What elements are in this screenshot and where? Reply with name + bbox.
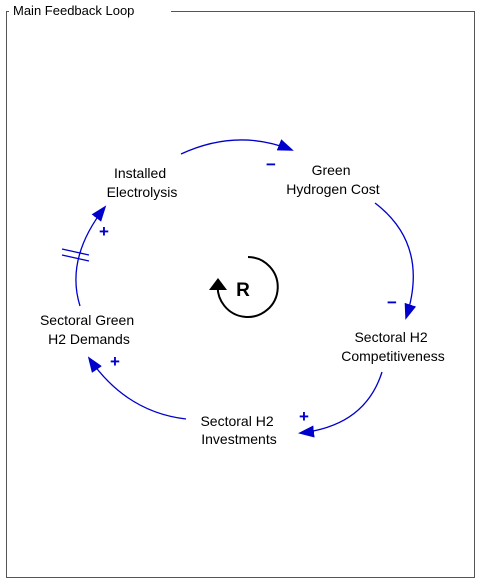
variable-line: Investments xyxy=(201,431,276,447)
polarity-investments-to-demands: + xyxy=(110,352,120,371)
loop-arrowhead-icon xyxy=(209,278,227,290)
link-sectoral-h2-competitiveness-to-sectoral-h2-investments[interactable] xyxy=(298,371,383,438)
frame-title: Main Feedback Loop xyxy=(13,3,134,18)
link-sectoral-h2-investments-to-sectoral-green-h2-demands[interactable] xyxy=(87,356,187,420)
loop-direction-icon xyxy=(216,256,279,318)
variable-line: Sectoral H2 xyxy=(200,413,273,429)
polarity-signs: − − + + + xyxy=(99,155,397,426)
delay-mark xyxy=(61,248,90,262)
variable-installed-electrolysis[interactable]: Installed Electrolysis xyxy=(107,165,178,200)
loop-indicator: R xyxy=(209,256,279,318)
variable-green-hydrogen-cost[interactable]: Green Hydrogen Cost xyxy=(286,162,379,197)
loop-label: R xyxy=(236,280,250,301)
polarity-competitiveness-to-investments: + xyxy=(299,407,309,426)
variable-line: Sectoral Green xyxy=(40,312,134,328)
variable-sectoral-green-h2-demands[interactable]: Sectoral Green H2 Demands xyxy=(40,312,138,347)
link-green-hydrogen-cost-to-sectoral-h2-competitiveness[interactable] xyxy=(374,202,417,320)
variable-sectoral-h2-investments[interactable]: Sectoral H2 Investments xyxy=(200,413,277,447)
polarity-installed-to-cost: − xyxy=(266,155,276,174)
frame-border xyxy=(6,11,475,578)
link-sectoral-green-h2-demands-to-installed-electrolysis[interactable] xyxy=(75,205,107,307)
variable-line: Installed xyxy=(114,165,166,181)
frame-title-background xyxy=(9,3,171,19)
variable-line: H2 Demands xyxy=(48,331,130,347)
variable-line: Competitiveness xyxy=(341,348,445,364)
variables: Installed Electrolysis Green Hydrogen Co… xyxy=(40,162,445,447)
link-installed-electrolysis-to-green-hydrogen-cost[interactable] xyxy=(180,139,294,155)
polarity-cost-to-competitiveness: − xyxy=(387,293,397,312)
polarity-demands-to-installed: + xyxy=(99,222,109,241)
variable-line: Sectoral H2 xyxy=(354,329,427,345)
causal-links xyxy=(75,139,417,438)
variable-line: Hydrogen Cost xyxy=(286,181,379,197)
frame-group: Main Feedback Loop xyxy=(6,3,475,578)
variable-sectoral-h2-competitiveness[interactable]: Sectoral H2 Competitiveness xyxy=(341,329,445,364)
variable-line: Green xyxy=(312,162,351,178)
variable-line: Electrolysis xyxy=(107,184,178,200)
